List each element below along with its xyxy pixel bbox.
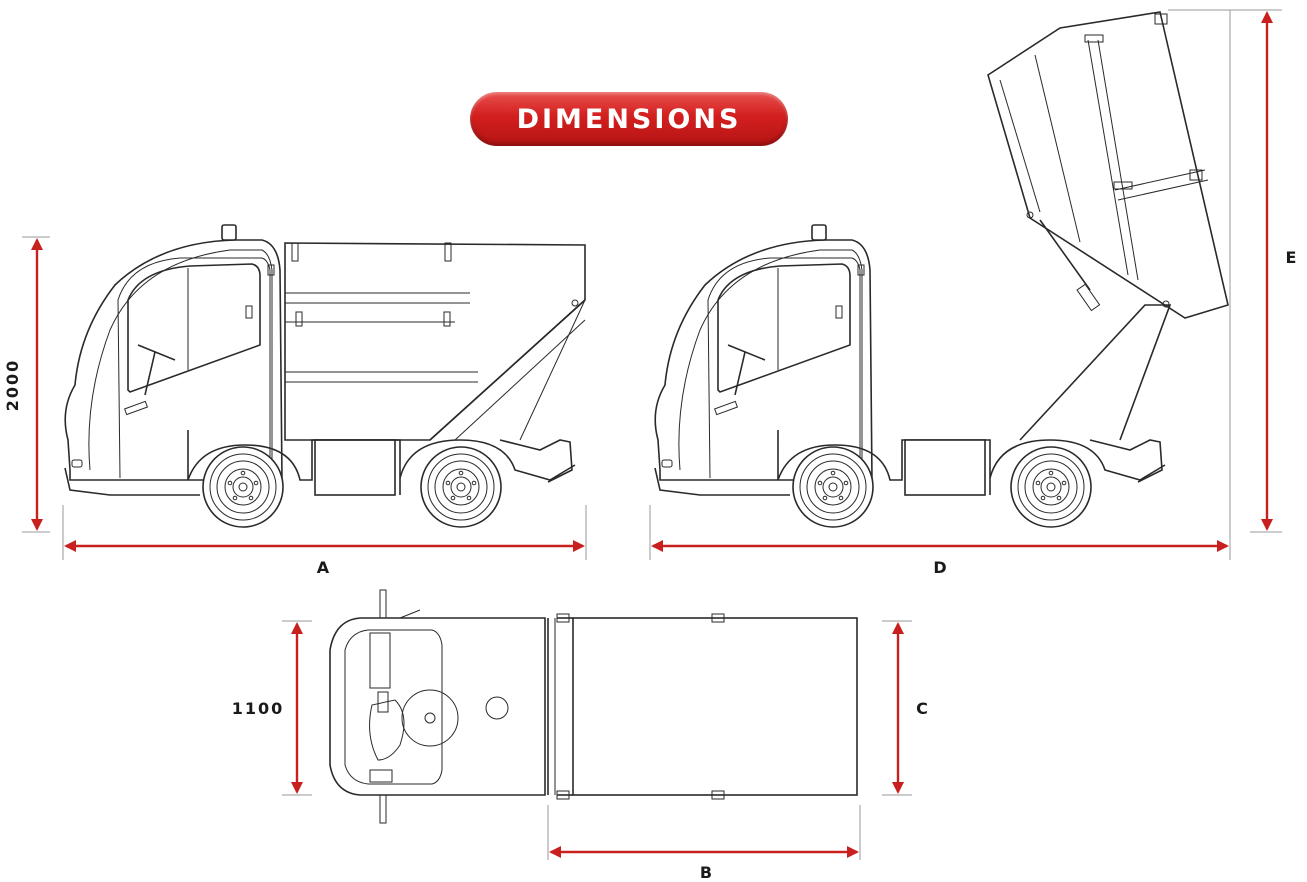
label-a: A	[317, 558, 330, 577]
dimension-lines	[22, 9, 1282, 860]
top-view	[329, 589, 858, 824]
label-2000: 2000	[3, 359, 22, 412]
label-d: D	[933, 558, 946, 577]
label-e: E	[1286, 248, 1297, 267]
label-c: C	[916, 699, 928, 718]
label-b: B	[700, 863, 712, 882]
side-view-lowered	[64, 224, 586, 528]
label-1100: 1100	[232, 699, 285, 718]
side-view-raised	[654, 11, 1229, 528]
page-title: DIMENSIONS	[516, 103, 742, 135]
title-badge: DIMENSIONS	[470, 92, 788, 146]
